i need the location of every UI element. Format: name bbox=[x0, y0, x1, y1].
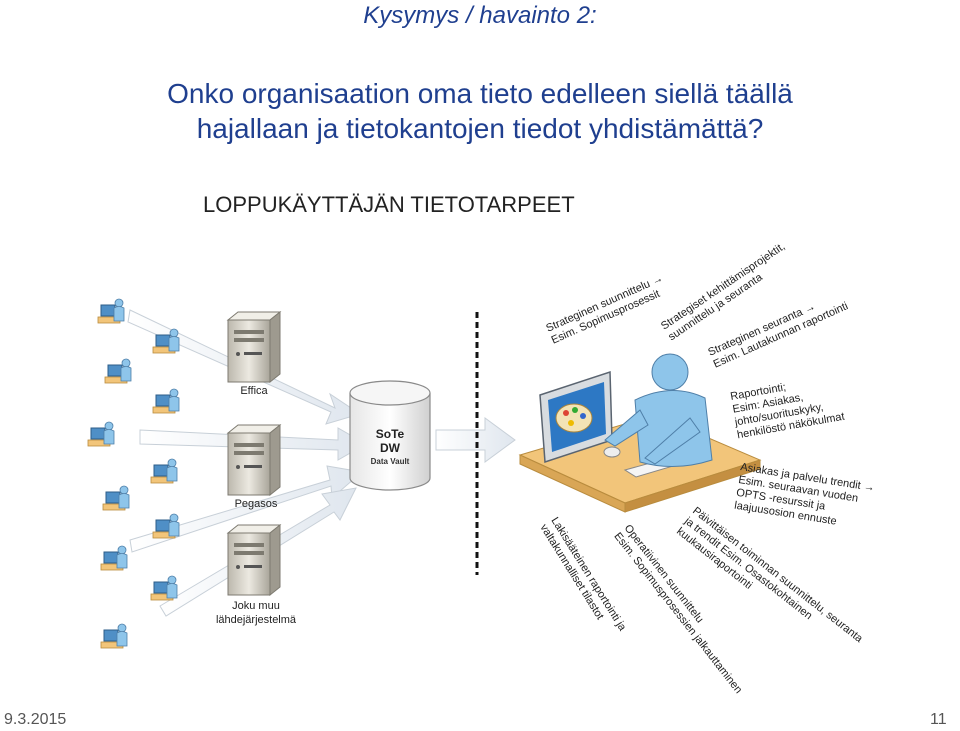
source-label-other-1: Joku muu bbox=[232, 600, 280, 612]
user-icon bbox=[152, 388, 180, 414]
user-icon bbox=[104, 358, 132, 384]
server-icon bbox=[227, 311, 281, 383]
diagram-heading: LOPPUKÄYTTÄJÄN TIETOTARPEET bbox=[203, 192, 575, 217]
user-icon bbox=[100, 623, 128, 649]
warehouse-subtitle: Data Vault bbox=[371, 457, 410, 466]
source-label-pegasos: Pegasos bbox=[235, 498, 278, 510]
svg-text:ja trendit Esim. Osastokohtain: ja trendit Esim. Osastokohtainen bbox=[681, 515, 814, 623]
warehouse-title-2: DW bbox=[380, 441, 401, 455]
question-line-2: hajallaan ja tietokantojen tiedot yhdist… bbox=[196, 113, 764, 144]
source-label-effica: Effica bbox=[240, 385, 268, 397]
data-warehouse: SoTe DW Data Vault bbox=[349, 380, 431, 491]
need-label-strategic-planning: Strateginen suunnittelu → Esim. Sopimusp… bbox=[544, 272, 665, 346]
need-label-client-trends: Asiakas ja palvelu trendit → Esim. seura… bbox=[733, 461, 875, 528]
user-icon bbox=[150, 575, 178, 601]
question-line-1: Onko organisaation oma tieto edelleen si… bbox=[167, 78, 793, 109]
need-label-reporting: Raportointi; Esim: Asiakas, johto/suorit… bbox=[729, 381, 845, 441]
footer-page-number: 11 bbox=[930, 711, 947, 728]
server-icon bbox=[227, 424, 281, 496]
end-user-group bbox=[87, 298, 180, 649]
footer-date: 9.3.2015 bbox=[4, 711, 67, 728]
user-icon bbox=[102, 485, 130, 511]
user-icon bbox=[150, 458, 178, 484]
warehouse-title-1: SoTe bbox=[376, 427, 405, 441]
svg-text:Strategiset kehittämisprojekti: Strategiset kehittämisprojektit, bbox=[659, 240, 787, 332]
end-user-workstation bbox=[518, 353, 762, 513]
server-icon bbox=[227, 524, 281, 596]
warehouse-output-arrow bbox=[435, 417, 516, 463]
slide-kicker: Kysymys / havainto 2: bbox=[363, 2, 597, 29]
svg-text:Päivittäisen toiminnan suunnit: Päivittäisen toiminnan suunnittelu, seur… bbox=[690, 505, 865, 646]
slide-question: Onko organisaation oma tieto edelleen si… bbox=[0, 76, 960, 146]
user-icon bbox=[100, 545, 128, 571]
user-icon bbox=[97, 298, 125, 324]
user-icon bbox=[152, 513, 180, 539]
source-system-other: Joku muu lähdejärjestelmä bbox=[216, 524, 297, 626]
user-icon bbox=[87, 421, 115, 447]
source-system-effica: Effica bbox=[227, 311, 281, 397]
source-system-pegasos: Pegasos bbox=[227, 424, 281, 510]
source-label-other-2: lähdejärjestelmä bbox=[216, 614, 297, 626]
